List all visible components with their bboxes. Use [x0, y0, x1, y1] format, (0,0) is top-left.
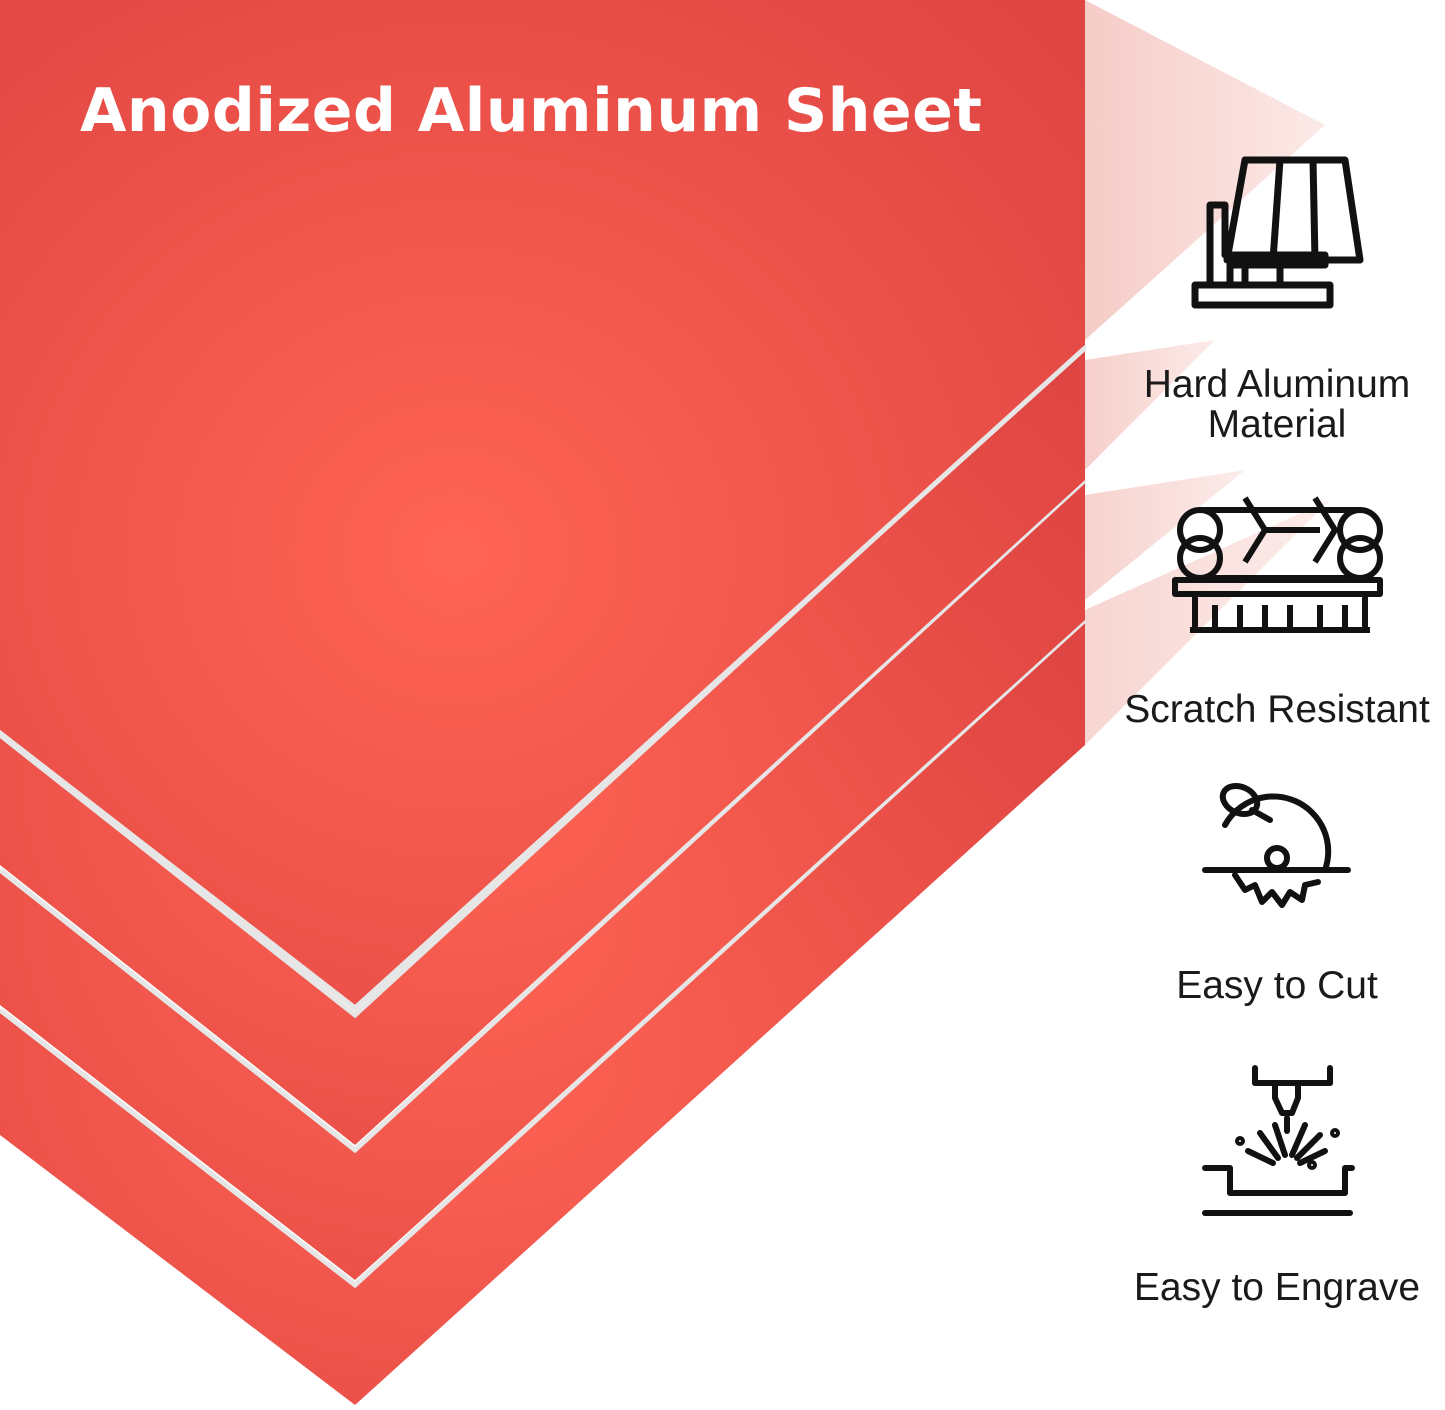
page-title: Anodized Aluminum Sheet	[80, 76, 983, 146]
wood-planks-icon	[1185, 155, 1370, 315]
circular-saw-icon	[1200, 780, 1355, 915]
feature-easy-engrave: Easy to Engrave	[1077, 1268, 1445, 1308]
sheet-1	[0, 0, 1087, 1012]
feature-label: Easy to Engrave	[1133, 1266, 1421, 1309]
laser-engraver-icon	[1200, 1063, 1355, 1218]
sheet-4	[0, 618, 1087, 1405]
feature-label-line2: Material	[1207, 403, 1347, 446]
feature-hard-aluminum: Hard Aluminum Material	[1077, 365, 1445, 445]
feature-scratch-resistant: Scratch Resistant	[1077, 690, 1445, 730]
log-bundle-icon	[1170, 490, 1385, 640]
ghost-sheet-panels	[1085, 0, 1330, 745]
feature-label: Easy to Cut	[1176, 964, 1378, 1007]
feature-easy-cut: Easy to Cut	[1077, 966, 1445, 1006]
feature-label: Hard Aluminum	[1143, 363, 1411, 406]
feature-label: Scratch Resistant	[1124, 688, 1430, 731]
sheet-3	[0, 478, 1087, 1280]
